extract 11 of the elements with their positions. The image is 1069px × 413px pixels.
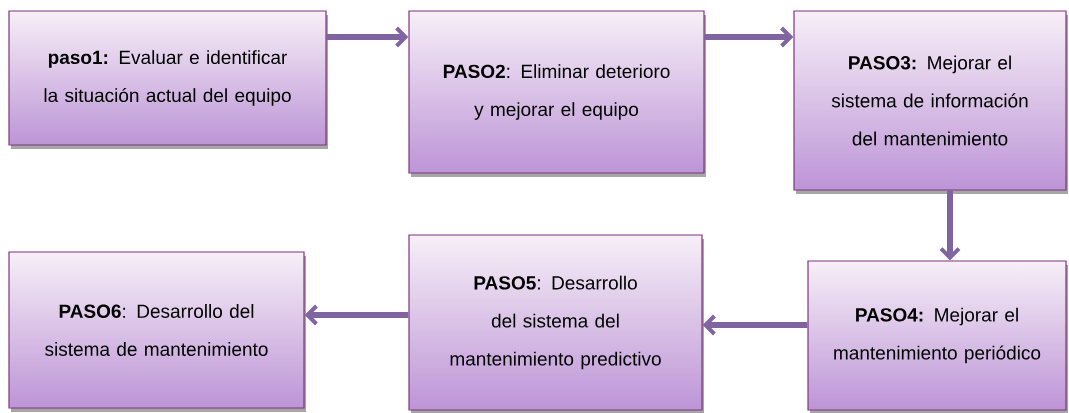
arrow	[704, 26, 794, 48]
arrow	[939, 190, 961, 261]
arrow	[702, 314, 808, 336]
process-box: PASO3: Mejorar el sistema de información del mantenimiento	[793, 10, 1068, 194]
process-box: PASO4: Mejorar el mantenimiento periódico	[807, 260, 1068, 413]
process-box: PASO5: Desarrollo del sistema del mantenimiento predictivo	[408, 234, 704, 413]
arrow	[304, 304, 409, 326]
arrow	[326, 26, 409, 48]
process-box: PASO6: Desarrollo del sistema de mantenimiento	[8, 251, 306, 412]
process-box: paso1: Evaluar e identificar la situación actual del equipo	[8, 10, 328, 149]
process-box: PASO2: Eliminar deterioro y mejorar el equipo	[408, 10, 706, 177]
